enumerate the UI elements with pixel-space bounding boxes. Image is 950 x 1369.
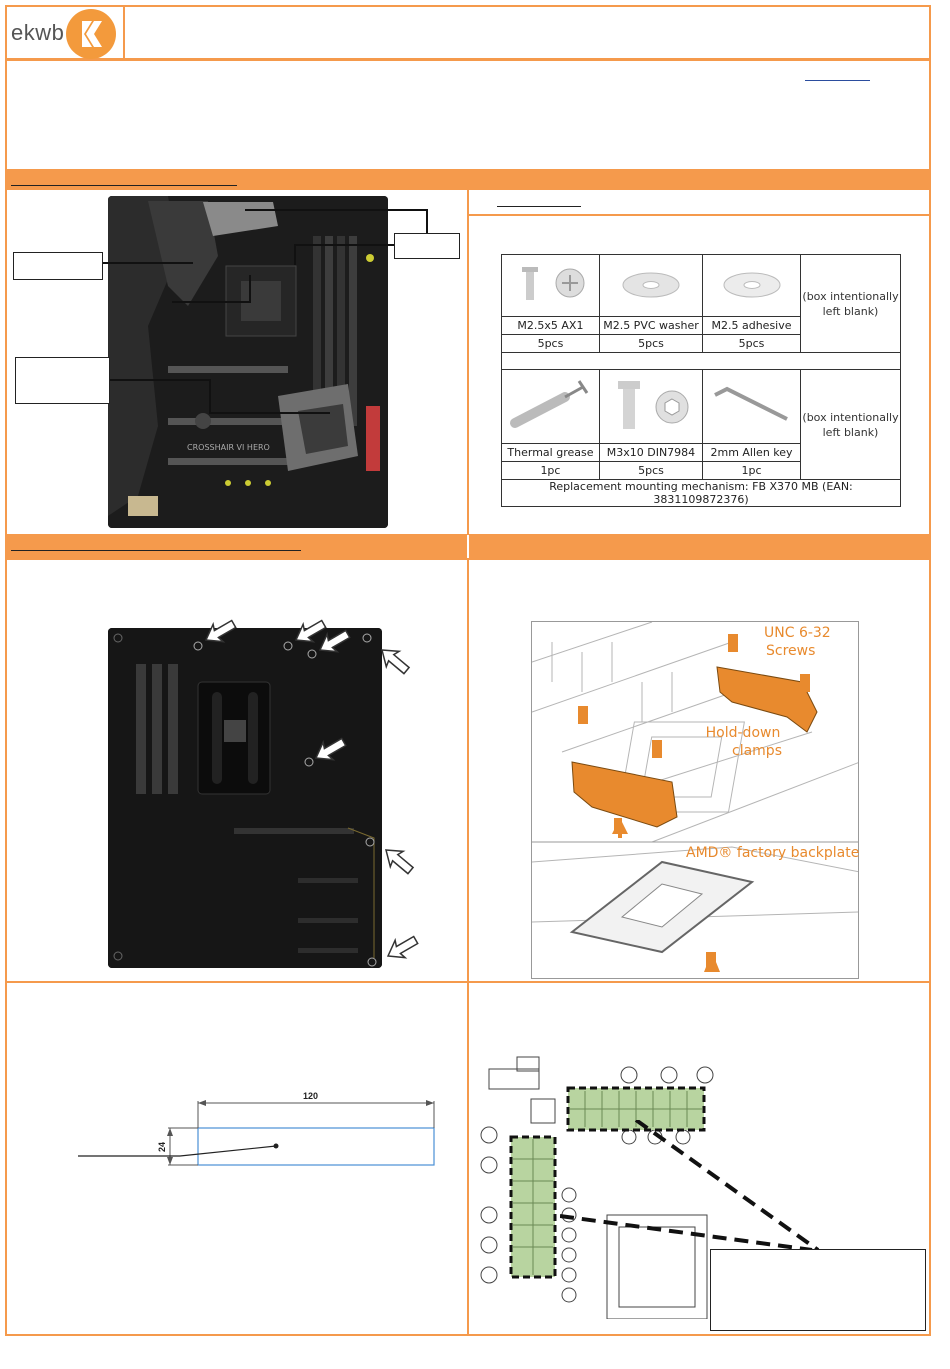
- item-qty-2: 5pcs: [598, 334, 704, 353]
- intro-link[interactable]: [805, 80, 870, 81]
- kit-footer: Replacement mounting mechanism: FB X370 …: [501, 479, 901, 507]
- pad-leader-lines: [560, 1120, 820, 1252]
- pad-note-box: [710, 1249, 926, 1331]
- item-qty-3: 5pcs: [702, 334, 801, 353]
- section-2-underline: [11, 550, 301, 551]
- item-name-5: M3x10 DIN7984: [598, 443, 704, 462]
- pad-dimension-drawing: [78, 1100, 435, 1166]
- syringe-icon: [501, 369, 600, 444]
- screws-label: UNC 6-32 Screws: [764, 625, 831, 659]
- item-name-4: Thermal grease: [501, 443, 600, 462]
- washer-icon: [598, 254, 704, 317]
- table-spacer-row: [501, 352, 901, 370]
- section-1-underline: [11, 185, 237, 186]
- item-name-1: M2.5x5 AX1: [501, 316, 600, 335]
- pad-placement-cell: [467, 981, 931, 1336]
- item-name-6: 2mm Allen key: [702, 443, 801, 462]
- item-qty-5: 5pcs: [598, 461, 704, 480]
- kit-contents-table: (box intentionally left blank) M2.5x5 AX…: [501, 254, 901, 507]
- blank-box-1: (box intentionally left blank): [800, 254, 901, 353]
- ek-logo-icon: [66, 9, 116, 59]
- item-name-3: M2.5 adhesive: [702, 316, 801, 335]
- hex-screw-icon: [598, 369, 704, 444]
- brand-wordmark: ekwb: [11, 20, 65, 45]
- clamps-label: Hold-down clamps: [705, 725, 782, 759]
- section-bar-2-divider: [467, 535, 469, 559]
- callout-box-left-mid: [15, 357, 110, 404]
- section-bar-1: [5, 170, 931, 189]
- item-qty-4: 1pc: [501, 461, 600, 480]
- pad-placement-diagram: [469, 1055, 737, 1319]
- item-qty-6: 1pc: [702, 461, 801, 480]
- screw-icon: [501, 254, 600, 317]
- backplate-label: AMD® factory backplate: [686, 845, 860, 861]
- allen-key-icon: [702, 369, 801, 444]
- amd-mount-diagram: [531, 621, 859, 979]
- adhesive-washer-icon: [702, 254, 801, 317]
- logo-divider: [123, 5, 125, 60]
- pad-width-label: 120: [303, 1091, 319, 1101]
- kit-header-divider: [467, 214, 931, 216]
- item-name-2: M2.5 PVC washer: [598, 316, 704, 335]
- board-silkscreen: CROSSHAIR VI HERO: [187, 443, 270, 452]
- blank-box-2: (box intentionally left blank): [800, 369, 901, 480]
- motherboard-back-photo: [108, 628, 382, 968]
- item-qty-1: 5pcs: [501, 334, 600, 353]
- pad-height-label: 24: [157, 1141, 168, 1153]
- motherboard-front-photo: [108, 196, 388, 528]
- kit-title-underline: [497, 206, 581, 207]
- callout-box-right: [394, 233, 460, 259]
- callout-box-left-top: [13, 252, 103, 280]
- screw-location-arrows: [200, 614, 420, 966]
- board-leader-lines: [103, 209, 428, 414]
